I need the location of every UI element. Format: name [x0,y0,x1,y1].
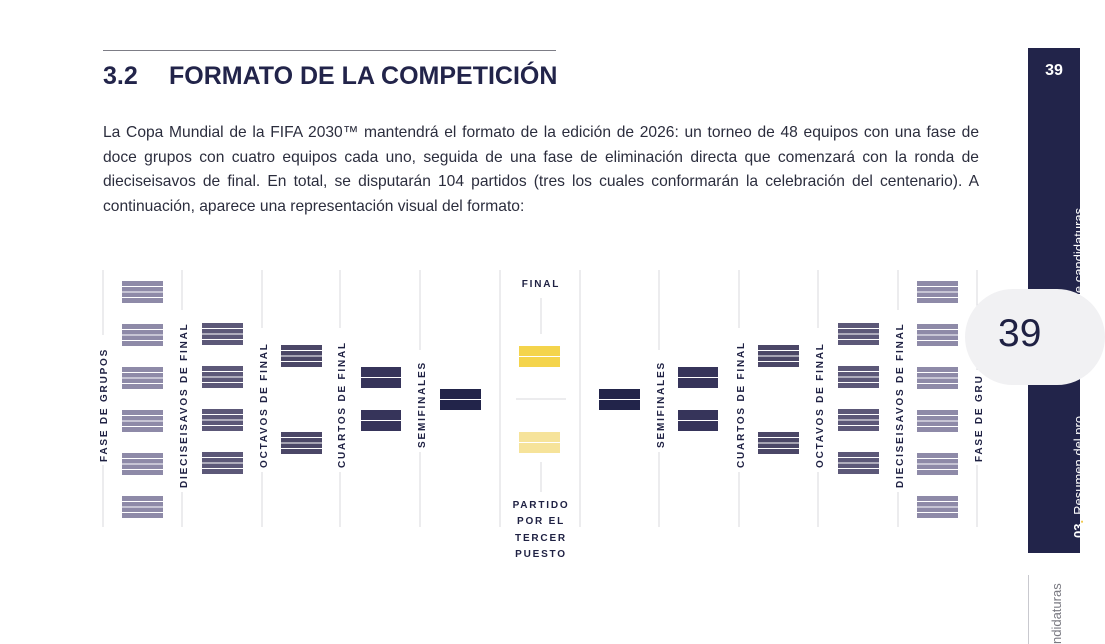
page-number-pill-label: 39 [998,312,1042,355]
tournament-bracket: FASE DE GRUPOS DIECISEISAVOS DE FINAL OC… [99,270,985,560]
label-final: FINAL [522,279,560,290]
label-third-place-3: TERCER [515,533,567,544]
sidebar-chapter-text: Resumen del pro [1071,415,1086,515]
label-left-semis: SEMIFINALES [417,361,428,448]
sidebar-chapter-number: 03 [1071,523,1086,538]
label-third-place-4: PUESTO [515,549,567,560]
footer-rule [1028,575,1029,644]
section-top-rule [103,50,556,51]
label-right-round32: DIECISEISAVOS DE FINAL [895,322,906,488]
label-right-round16: OCTAVOS DE FINAL [815,342,826,468]
section-heading: 3.2 FORMATO DE LA COMPETICIÓN [103,62,557,91]
label-left-round32: DIECISEISAVOS DE FINAL [179,322,190,488]
label-left-groups: FASE DE GRUPOS [99,348,110,462]
label-right-semis: SEMIFINALES [656,361,667,448]
sidebar-page-number: 39 [1045,62,1063,79]
label-third-place-2: POR EL [517,516,565,527]
footer-chapter-text: ndidaturas [1049,583,1064,644]
intro-paragraph: La Copa Mundial de la FIFA 2030™ mantend… [103,124,979,215]
section-number: 3.2 [103,62,138,90]
label-right-quarters: CUARTOS DE FINAL [736,341,747,468]
bracket-blocks [122,281,958,518]
section-title: FORMATO DE LA COMPETICIÓN [169,62,558,90]
page-number-pill [965,289,1105,385]
label-left-round16: OCTAVOS DE FINAL [259,342,270,468]
label-left-quarters: CUARTOS DE FINAL [337,341,348,468]
label-third-place-1: PARTIDO [513,500,570,511]
label-right-groups: FASE DE GRU [974,374,985,462]
sidebar-chapter-dot: . [1071,519,1086,524]
bracket-guides [102,270,978,527]
